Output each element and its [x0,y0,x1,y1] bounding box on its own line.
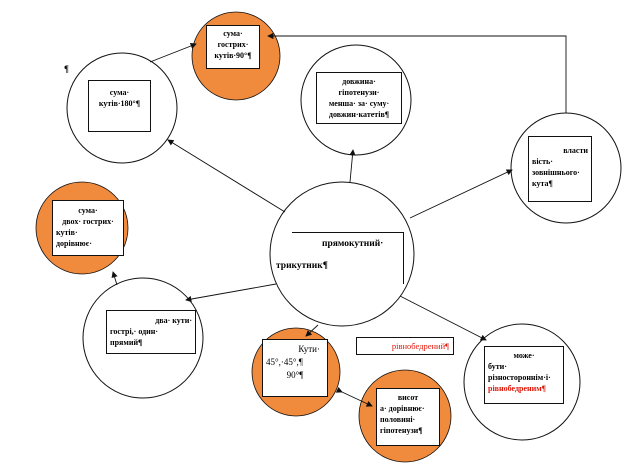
node-text: а· дорівнює· [380,404,425,413]
node-text: довжин·катетів¶ [328,110,390,119]
node-text: гіпотенузи· [338,88,380,97]
node-text: сума· [78,206,98,215]
node-text: може· [513,351,535,360]
node-text: 45°,·45°,¶ [266,357,303,367]
connector-exterior-to-90 [267,32,567,113]
node-text: сума· [109,88,130,97]
node-angles-45: Кути· 45°,·45°,¶ 90°¶ [262,339,328,397]
node-text: половині· [380,415,416,424]
node-text: гострих· [217,40,249,49]
node-can-be: може· бути· різностороннім·і· рівнобедре… [484,346,564,404]
connector-45-to-height [335,386,373,407]
node-two-angles: два· кути· гострі,· один· прямий¶ [106,310,196,354]
node-text: кутів·180°¶ [98,99,141,108]
node-center: прямокутний· трикутник¶ [276,232,404,284]
center-title-line2: трикутник¶ [276,261,328,271]
node-text: кута¶ [532,179,553,188]
node-height: висот а· дорівнює· половині· гіпотенузи¶ [376,388,440,446]
connector-center-to-two-angles [185,283,277,303]
node-text: довжина· [342,77,376,86]
center-title-line1: прямокутний· [322,239,384,249]
node-text: бути· [488,362,507,371]
node-text: менша· за· суму· [328,99,390,108]
node-text: гіпотенузи¶ [380,426,423,435]
isosceles-label: рівнобедрений¶ [356,337,454,355]
node-acute-sum-90: сума· гострих· кутів·90°¶ [206,25,260,69]
connector-center-to-180 [167,139,286,213]
node-text: 90°¶ [286,370,304,380]
paragraph-mark: ¶ [64,64,69,74]
node-exterior-angle: власти вість· зовнішнього· кута¶ [528,136,592,202]
node-angles-sum-180: сума· кутів·180°¶ [88,80,151,132]
node-text-highlight: рівнобедреним¶ [488,384,546,393]
node-text: Кути· [298,344,320,354]
node-text: дорівнює· [56,239,92,248]
connector-center-to-hypotenuse [349,149,356,183]
node-text: вість· [532,157,553,166]
connector-center-to-exterior [409,169,513,219]
connector-center-to-45 [305,324,319,337]
node-text: два· кути· [155,316,192,325]
node-text: гострі,· один· [110,327,159,336]
node-text: власти [563,146,588,155]
node-text: кутів·90°¶ [214,51,252,60]
connector-two-angles-to-two-acute [111,271,118,286]
connector-180-to-90 [149,43,197,63]
node-two-acute-sum: сума· двох· гострих· кутів· дорівнює· [52,200,124,256]
node-hypotenuse: довжина· гіпотенузи· менша· за· суму· до… [316,72,402,124]
node-text: різностороннім·і· [488,373,551,382]
node-text: прямий¶ [110,338,143,347]
node-text: зовнішнього· [532,168,580,177]
node-text: двох· гострих· [62,217,114,226]
connector-center-to-can-be [399,295,487,341]
node-text: кутів· [56,228,78,237]
node-text: сума· [223,29,243,38]
node-text: висот [397,393,419,402]
